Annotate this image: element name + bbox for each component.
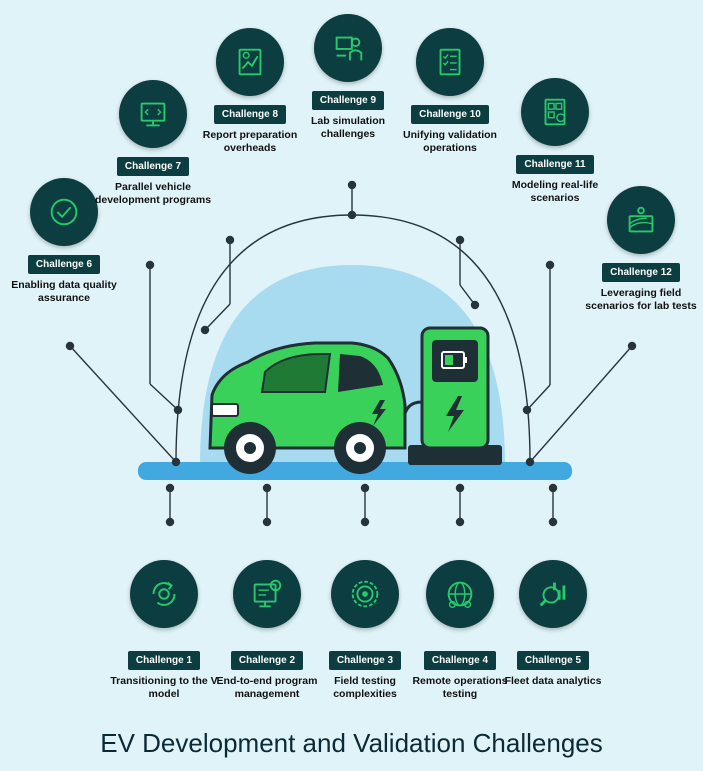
desc-challenge-6: Enabling data quality assurance xyxy=(11,279,117,305)
challenge-2: Challenge 2 End-to-end program managemen… xyxy=(207,560,327,701)
challenge-6: Challenge 6 Enabling data quality assura… xyxy=(4,178,124,305)
badge-challenge-4: Challenge 4 xyxy=(423,651,497,670)
challenge-4: Challenge 4 Remote operations testing xyxy=(400,560,520,701)
challenge-7: Challenge 7 Parallel vehicle development… xyxy=(93,80,213,207)
desc-challenge-12: Leveraging field scenarios for lab tests xyxy=(585,287,697,313)
code-screen-icon xyxy=(119,80,187,148)
challenge-12: Challenge 12 Leveraging field scenarios … xyxy=(581,186,701,313)
challenge-11: Challenge 11 Modeling real-life scenario… xyxy=(495,78,615,205)
field-landscape-icon xyxy=(607,186,675,254)
report-chart-icon xyxy=(216,28,284,96)
badge-challenge-6: Challenge 6 xyxy=(27,255,101,274)
bottom-connectors xyxy=(165,483,558,527)
badge-challenge-5: Challenge 5 xyxy=(516,651,590,670)
quality-badge-icon xyxy=(30,178,98,246)
charging-station xyxy=(385,326,502,465)
badge-challenge-3: Challenge 3 xyxy=(328,651,402,670)
remote-globe-icon xyxy=(426,560,494,628)
desc-challenge-5: Fleet data analytics xyxy=(504,675,602,687)
badge-challenge-7: Challenge 7 xyxy=(116,157,190,176)
badge-challenge-9: Challenge 9 xyxy=(311,91,385,110)
data-search-icon xyxy=(519,560,587,628)
scenario-model-icon xyxy=(521,78,589,146)
challenge-3: Challenge 3 Field testing complexities xyxy=(305,560,425,701)
badge-challenge-1: Challenge 1 xyxy=(127,651,201,670)
challenge-5: Challenge 5 Fleet data analytics xyxy=(493,560,613,688)
desc-challenge-7: Parallel vehicle development programs xyxy=(94,181,212,207)
desc-challenge-3: Field testing complexities xyxy=(333,675,397,701)
ev-car xyxy=(208,341,407,474)
badge-challenge-2: Challenge 2 xyxy=(230,651,304,670)
lab-simulation-icon xyxy=(314,14,382,82)
challenge-8: Challenge 8 Report preparation overheads xyxy=(190,28,310,155)
challenge-1: Challenge 1 Transitioning to the V model xyxy=(104,560,224,701)
top-connectors xyxy=(65,180,637,467)
desc-challenge-9: Lab simulation challenges xyxy=(310,115,386,141)
cycle-gear-icon xyxy=(130,560,198,628)
badge-challenge-11: Challenge 11 xyxy=(516,155,594,174)
badge-challenge-10: Challenge 10 xyxy=(411,105,489,124)
desc-challenge-4: Remote operations testing xyxy=(412,675,508,701)
desc-challenge-2: End-to-end program management xyxy=(216,675,318,701)
target-gear-icon xyxy=(331,560,399,628)
badge-challenge-12: Challenge 12 xyxy=(602,263,680,282)
desc-challenge-10: Unifying validation operations xyxy=(403,129,497,155)
badge-challenge-8: Challenge 8 xyxy=(213,105,287,124)
challenge-10: Challenge 10 Unifying validation operati… xyxy=(390,28,510,155)
challenge-9: Challenge 9 Lab simulation challenges xyxy=(288,14,408,141)
desc-challenge-11: Modeling real-life scenarios xyxy=(511,179,599,205)
desc-challenge-1: Transitioning to the V model xyxy=(110,675,218,701)
page-title: EV Development and Validation Challenges xyxy=(100,728,603,758)
checklist-icon xyxy=(416,28,484,96)
desc-challenge-8: Report preparation overheads xyxy=(202,129,298,155)
program-screen-icon xyxy=(233,560,301,628)
